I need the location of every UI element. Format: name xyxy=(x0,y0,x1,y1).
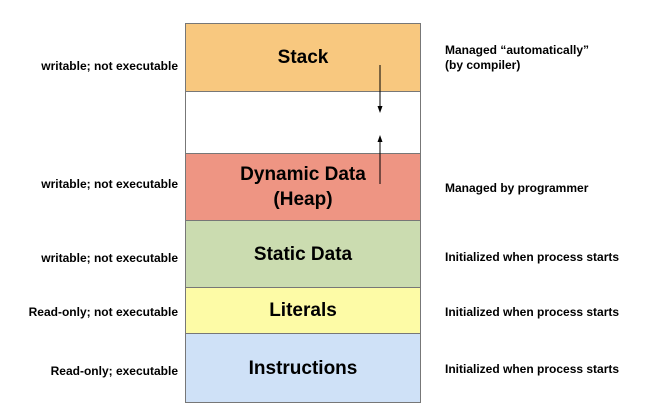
segment-stack-label: Stack xyxy=(277,47,329,68)
management-stack: Managed “automatically” (by compiler) xyxy=(445,43,589,73)
growth-arrows xyxy=(377,65,383,184)
segment-instructions-label: Instructions xyxy=(248,357,358,379)
segment-static-data: Static Data xyxy=(185,220,421,288)
segment-literals-label: Literals xyxy=(269,300,337,321)
segment-instructions: Instructions xyxy=(185,333,421,403)
management-stack-line2: (by compiler) xyxy=(445,58,521,72)
management-heap: Managed by programmer xyxy=(445,181,589,195)
segment-heap-label-line1: Dynamic Data xyxy=(240,164,366,185)
segment-heap: Dynamic Data (Heap) xyxy=(185,153,421,221)
permission-instructions: Read-only; executable xyxy=(50,364,178,378)
permission-literals: Read-only; not executable xyxy=(28,305,178,319)
heap-growth-arrow-up-icon xyxy=(377,135,383,184)
management-instructions: Initialized when process starts xyxy=(445,362,620,376)
stack-growth-arrow-down-icon xyxy=(377,65,383,113)
permission-stack: writable; not executable xyxy=(41,59,178,73)
segment-heap-label-line2: (Heap) xyxy=(273,189,333,210)
management-stack-line1: Managed “automatically” xyxy=(445,43,590,57)
management-static-data: Initialized when process starts xyxy=(445,250,620,264)
segment-literals: Literals xyxy=(185,287,421,334)
permission-heap: writable; not executable xyxy=(41,177,178,191)
segment-stack: Stack xyxy=(185,23,421,92)
management-literals: Initialized when process starts xyxy=(445,305,620,319)
segment-static-data-label: Static Data xyxy=(253,243,353,265)
permission-static-data: writable; not executable xyxy=(41,251,178,265)
